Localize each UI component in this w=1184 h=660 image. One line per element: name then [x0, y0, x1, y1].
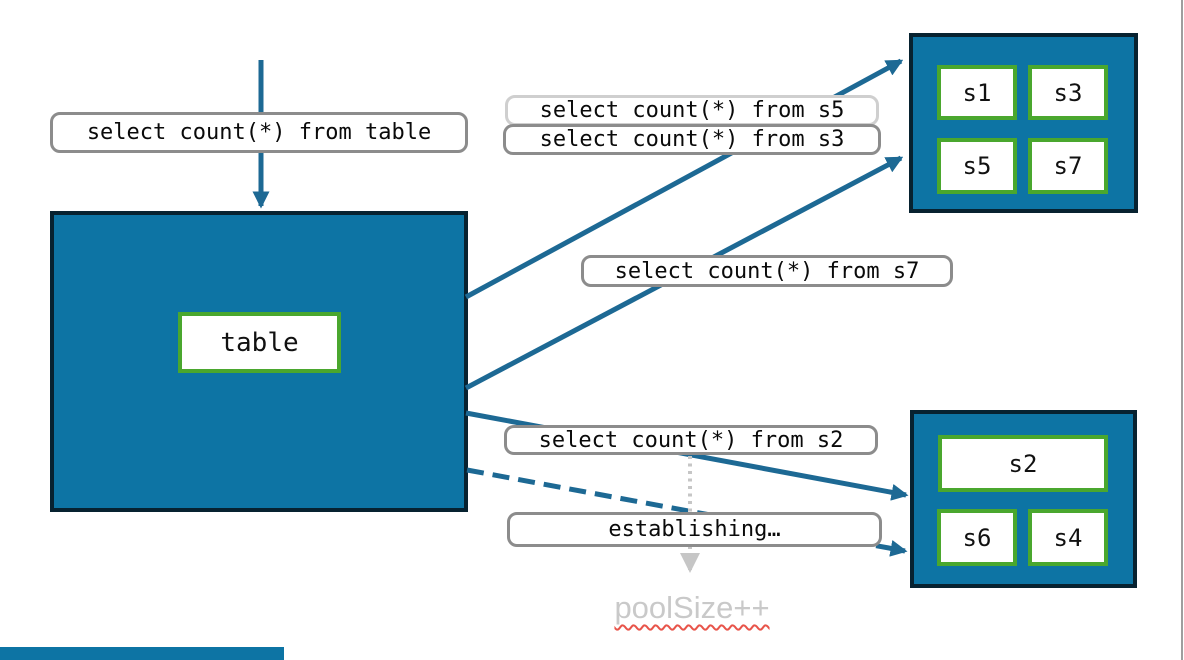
slide-right-edge-line: [1181, 0, 1183, 660]
label-query-s3-text: select count(*) from s3: [539, 127, 845, 152]
shard-s4-label: s4: [1053, 523, 1083, 552]
label-query-s3: select count(*) from s3: [503, 124, 881, 155]
label-query-table: select count(*) from table: [50, 112, 468, 153]
shard-s3: s3: [1028, 65, 1108, 120]
label-query-s5-text: select count(*) from s5: [539, 98, 845, 123]
shard-s6: s6: [937, 509, 1017, 566]
shard-s1: s1: [937, 65, 1017, 120]
shard-s6-label: s6: [962, 523, 992, 552]
bottom-edge-bar: [0, 647, 284, 660]
shard-s7: s7: [1028, 138, 1108, 194]
poolsize-text: poolSize++: [614, 590, 770, 625]
poolsize-annotation: poolSize++: [572, 590, 812, 626]
shard-s4: s4: [1028, 509, 1108, 566]
table-node: table: [178, 312, 341, 373]
label-query-s7-text: select count(*) from s7: [614, 258, 920, 284]
label-query-s7: select count(*) from s7: [581, 255, 953, 287]
shard-s2: s2: [938, 435, 1108, 492]
shard-s2-label: s2: [1008, 449, 1038, 478]
label-query-s2: select count(*) from s2: [504, 425, 878, 455]
label-establishing: establishing…: [507, 512, 882, 547]
shard-s7-label: s7: [1053, 152, 1083, 180]
label-query-s5: select count(*) from s5: [505, 95, 879, 126]
label-query-s2-text: select count(*) from s2: [538, 427, 844, 453]
label-query-table-text: select count(*) from table: [86, 120, 432, 145]
shard-s5: s5: [937, 138, 1017, 194]
label-establishing-text: establishing…: [608, 517, 781, 542]
shard-s3-label: s3: [1053, 78, 1083, 107]
table-node-label: table: [220, 327, 299, 358]
shard-s1-label: s1: [962, 78, 992, 107]
shard-s5-label: s5: [962, 152, 992, 180]
